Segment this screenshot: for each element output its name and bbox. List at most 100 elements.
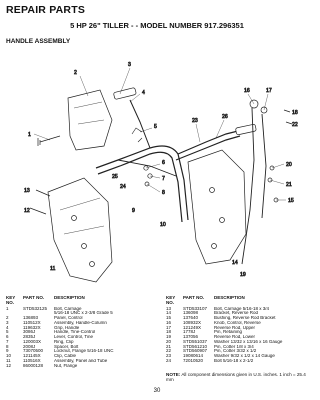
parts-list-row: 7 120003X Ring, Clip [6,338,156,345]
part-description: Bushing, Reverse Rod Bracket [214,316,276,320]
part-description: Assembly, Handle-Column [54,320,107,325]
part-number: 86000128 [23,362,44,368]
callout-label: 13 [24,188,30,194]
callout-label: 12 [24,208,30,214]
part-description: Pin, Cotter 1/8 x 3/4 [214,344,254,349]
exploded-parts-diagram: 1 2 3 4 5 6 7 8 9 10 11 12 13 14 15 16 1… [0,50,314,290]
part-number: STD560907 [183,348,208,354]
callout-label: 10 [160,222,166,228]
part-key-number: 7 [6,338,9,344]
part-key-number: 18 [166,329,172,335]
part-description: Lever, Control, Tine [54,335,94,339]
part-description: Bracket, Reverse Rod [214,311,259,316]
part-key-number: 6 [6,334,9,339]
part-description: Bolt 5/16-18 x 2-1/2 [214,358,254,363]
part-key-number: 4 [6,324,9,330]
control-panel-drawing [67,89,113,151]
part-description: Ring, Clip [54,339,74,344]
page-title: REPAIR PARTS [6,4,86,16]
part-no-header: PART NO. [23,295,45,300]
part-number: 2008J [23,343,36,349]
callout-label: 2 [74,70,77,76]
description-header: DESCRIPTION [214,295,245,300]
panel-and-tube-drawing [47,177,113,283]
part-description: Reverse Rod, Upper [214,325,256,330]
model-subtitle: 5 HP 26" TILLER - - MODEL NUMBER 917.296… [70,21,244,30]
page-number: 30 [153,388,161,394]
part-number: 137640 [183,315,199,320]
callout-label: 8 [162,190,165,196]
part-key-number: 10 [6,353,12,358]
part-description: Nut, Flange [54,363,78,368]
part-number: 110516X [23,357,41,363]
part-description: Locknut, Flange 5/16-18 UNC [54,349,114,354]
parts-list-header: KEY NO. PART NO. DESCRIPTION [6,295,156,306]
reverse-rod-bracket-drawing [187,149,247,265]
callout-label: 11 [50,266,55,272]
part-key-number: 24 [166,357,172,363]
part-description: Bolt, Carriage 5/16-18 x 3/4 [214,306,270,311]
callout-label: 6 [162,160,165,166]
callout-label: 21 [286,182,292,188]
part-number: 137056 [183,334,199,339]
part-description: Grip, Handle [54,325,80,330]
part-description: Pin, Retaining [214,330,243,335]
part-description: Washer 13/32 x 13/16 x 16 Gauge [214,339,283,344]
part-key-number: 13 [166,305,172,311]
part-description: Washer 9/32 x 1/2 x 14 Gauge [214,354,275,358]
part-number: 73070500 [23,348,44,354]
part-number: 3086J [23,329,36,335]
callout-label: 16 [244,88,250,94]
callout-label: 22 [292,122,298,128]
part-description: Reverse Rod, Lower [214,335,256,339]
callout-label: 18 [292,110,298,116]
callout-label: 20 [286,162,292,168]
part-description: Spacer, Bolt [54,344,79,349]
parts-list-row: 5/16-18 UNC x 2-3/8 Grade 5 [6,311,156,316]
part-key-number: 2 [6,315,9,320]
parts-list-row: 15 137640 Bushing, Reverse Rod Bracket [166,315,312,321]
callout-label: 24 [120,184,126,190]
description-header: DESCRIPTION [54,295,85,300]
part-key-number: 19 [166,334,172,339]
callout-label: 3 [128,62,131,68]
reverse-rod-drawing [241,107,255,265]
part-number: 110512X [23,319,41,325]
part-description: 5/16-18 UNC x 2-3/8 Grade 5 [54,311,113,316]
handlebar-left-drawing [95,145,189,221]
callout-label: 7 [162,176,165,182]
callout-label: 23 [192,118,198,124]
part-number: 121249X [183,324,202,330]
part-key-number: 15 [166,315,172,320]
parts-list-row: 3 110512X Assembly, Handle-Column [6,319,156,326]
part-description: Assembly, Panel and Tube [54,358,108,363]
callout-label: 25 [112,174,118,180]
part-key-number: 1 [6,305,9,311]
part-description: Pin, Cotter 3/32 x 1/2 [214,349,257,354]
part-number: 108932X [183,319,202,325]
part-key-number: 11 [6,357,11,363]
part-description: Bolt, Carriage [54,306,82,311]
handlebar-right-drawing [177,129,243,155]
part-number: 120003X [23,338,42,344]
part-key-number: 3 [6,319,9,325]
part-number: 136893 [23,315,39,320]
parts-list-row: 12 86000128 Nut, Flange [6,362,156,369]
part-key-number: 21 [166,343,172,349]
part-key-number: 12 [6,362,12,368]
part-no-header: PART NO. [183,295,205,300]
